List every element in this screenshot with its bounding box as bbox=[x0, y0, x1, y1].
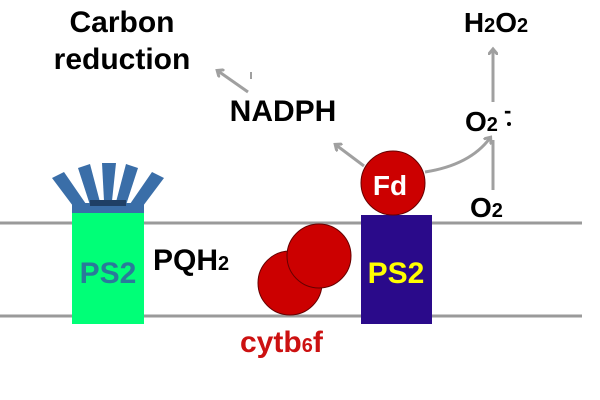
antenna-complex bbox=[52, 163, 164, 214]
superoxide-radical-dot bbox=[507, 122, 511, 126]
carbon-reduction-line1: Carbon bbox=[70, 6, 175, 39]
arrow-fd-to-nadph bbox=[336, 145, 365, 168]
ps2-left-complex bbox=[72, 213, 144, 324]
cytb6f-upper-circle bbox=[286, 223, 352, 289]
pqh2-label: PQH2 bbox=[153, 244, 229, 277]
arrow-nadph-to-carbon bbox=[218, 71, 249, 94]
ps2-left-label: PS2 bbox=[80, 257, 137, 290]
o2-label: O2 bbox=[470, 192, 503, 223]
carbon-reduction-line2: reduction bbox=[54, 43, 191, 76]
ps2-right-complex bbox=[361, 215, 432, 324]
superoxide-label: O2 bbox=[465, 106, 498, 137]
arrow-fd-to-superoxide bbox=[424, 138, 490, 174]
ferredoxin-circle bbox=[360, 150, 426, 216]
ferredoxin-label: Fd bbox=[373, 170, 407, 201]
superoxide-charge: - bbox=[504, 98, 511, 123]
ps2-right-label: PS2 bbox=[368, 257, 425, 290]
cytb6f-label: cytb6f bbox=[240, 326, 324, 359]
h2o2-label: H2O2 bbox=[464, 7, 528, 38]
nadph-label: NADPH bbox=[230, 95, 337, 128]
